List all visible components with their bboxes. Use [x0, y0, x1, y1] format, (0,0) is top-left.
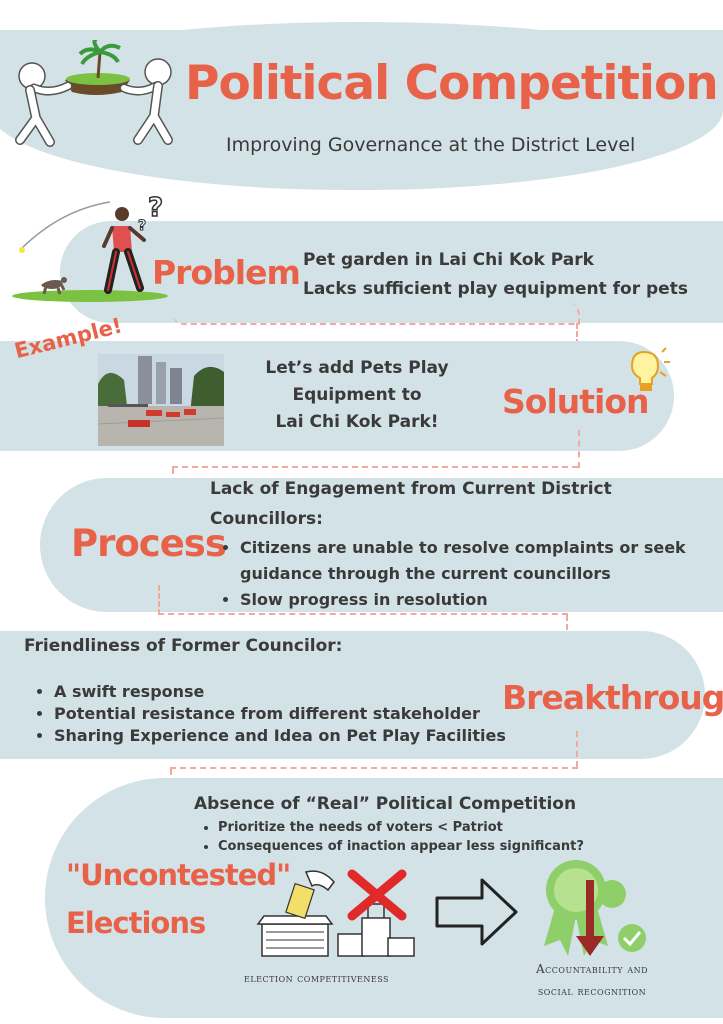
process-lead-line-1: Lack of Engagement from Current District	[210, 479, 612, 499]
connector-3	[158, 585, 160, 615]
connector-1	[172, 303, 580, 325]
svg-text:?: ?	[138, 218, 146, 234]
page-subtitle: Improving Governance at the District Lev…	[226, 134, 636, 156]
solution-line-3: Lai Chi Kok Park!	[275, 412, 439, 432]
breakthrough-heading: Breakthrough	[502, 678, 723, 717]
process-bullets: Citizens are unable to resolve complaint…	[218, 535, 708, 613]
problem-line-1: Pet garden in Lai Chi Kok Park	[303, 250, 594, 270]
elections-bullet-1: Prioritize the needs of voters < Patriot	[218, 818, 650, 837]
problem-band	[60, 221, 723, 323]
connector-2b	[172, 466, 578, 468]
process-lead: Lack of Engagement from Current District…	[210, 474, 612, 534]
caption-election-competitiveness: Election competitiveness	[244, 972, 390, 985]
process-heading: Process	[71, 522, 227, 565]
problem-text: Pet garden in Lai Chi Kok Park Lacks suf…	[303, 246, 688, 304]
process-bullet-1: Citizens are unable to resolve complaint…	[240, 535, 708, 587]
connector-1b	[576, 323, 578, 345]
breakthrough-bullet-3: Sharing Experience and Idea on Pet Play …	[54, 725, 510, 747]
problem-illustration: ? ?	[10, 190, 180, 305]
breakthrough-bullets: A swift response Potential resistance fr…	[20, 681, 510, 747]
header-band-top	[0, 22, 723, 112]
caption-accountability-line-1: Accountability and	[535, 962, 649, 976]
connector-3b	[158, 613, 568, 615]
svg-text:?: ?	[148, 193, 163, 223]
process-lead-line-2: Councillors:	[210, 509, 323, 529]
problem-line-2: Lacks sufficient play equipment for pets	[303, 279, 688, 299]
solution-line-2: Equipment to	[292, 385, 422, 405]
right-arrow-icon	[434, 876, 520, 948]
page-title: Political Competition	[185, 56, 719, 111]
problem-heading: Problem	[152, 253, 301, 292]
solution-text: Let’s add Pets Play Equipment to Lai Chi…	[238, 355, 476, 436]
breakthrough-bullet-2: Potential resistance from different stak…	[54, 703, 510, 725]
connector-3c	[566, 615, 568, 639]
award-ribbon-icon	[534, 852, 658, 960]
connector-4b	[170, 767, 578, 769]
breakthrough-lead: Friendliness of Former Councilor:	[24, 636, 343, 656]
elections-heading-line-2: Elections	[66, 906, 206, 940]
tug-of-war-illustration	[10, 40, 180, 150]
park-photo	[98, 354, 224, 446]
connector-4	[576, 731, 578, 767]
solution-line-1: Let’s add Pets Play	[265, 358, 449, 378]
lightbulb-icon	[624, 346, 670, 396]
elections-bullets: Prioritize the needs of voters < Patriot…	[200, 818, 650, 856]
solution-heading: Solution	[502, 382, 649, 421]
elections-heading-line-1: "Uncontested"	[66, 858, 291, 892]
caption-accountability: Accountability and social recognition	[512, 958, 672, 1002]
ballot-podium-illustration	[256, 864, 426, 964]
breakthrough-bullet-1: A swift response	[54, 681, 510, 703]
elections-lead: Absence of “Real” Political Competition	[194, 794, 577, 814]
connector-2	[172, 430, 580, 468]
elections-bullet-2: Consequences of inaction appear less sig…	[218, 837, 650, 856]
process-bullet-2: Slow progress in resolution	[240, 587, 708, 613]
process-band	[40, 478, 723, 612]
breakthrough-band	[0, 631, 705, 759]
caption-accountability-line-2: social recognition	[537, 984, 647, 998]
